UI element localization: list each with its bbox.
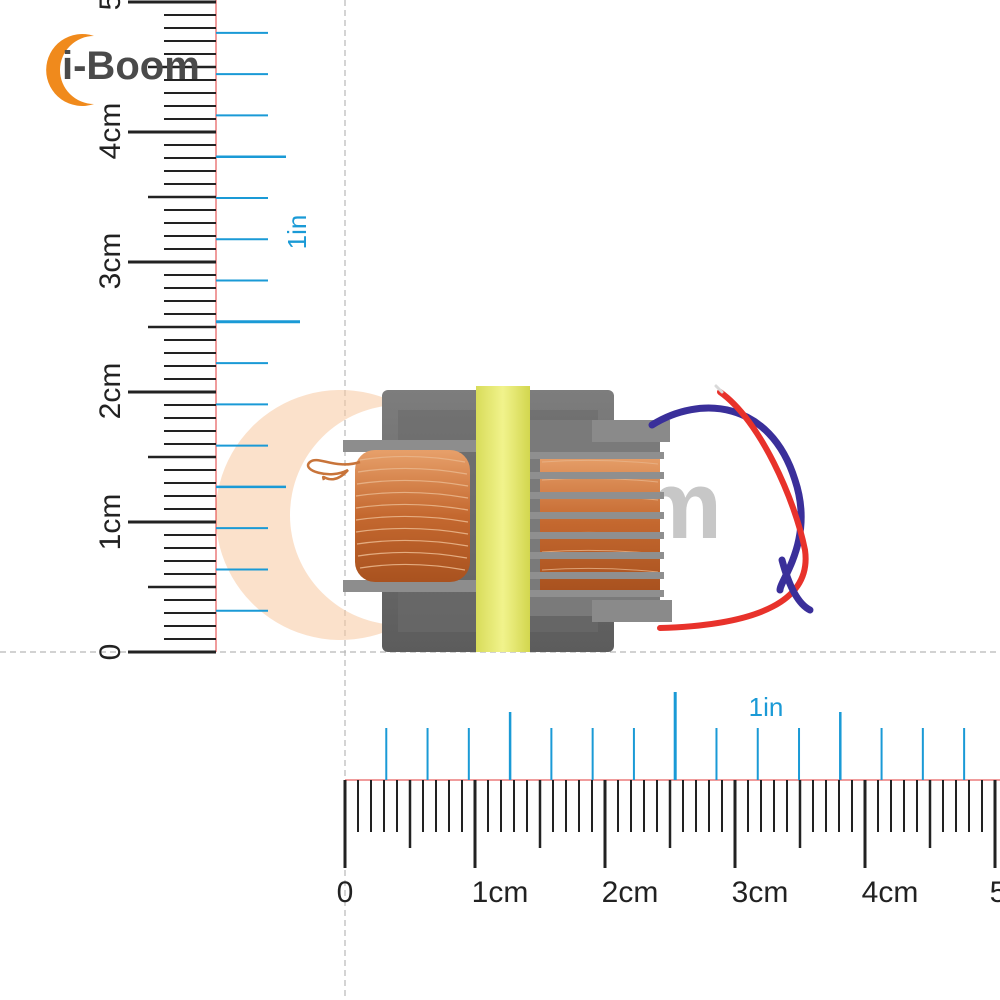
horizontal-cm-label-3: 3cm bbox=[732, 876, 789, 909]
vertical-cm-label-4: 4cm bbox=[94, 103, 127, 160]
vertical-cm-label-1: 1cm bbox=[94, 494, 127, 551]
horizontal-ruler-cm-ticks bbox=[343, 780, 997, 868]
right-bobbin-bottom-flange bbox=[592, 600, 672, 622]
vertical-ruler: 0 1cm 2cm 3cm 4cm 5 1in bbox=[94, 0, 312, 660]
vertical-ruler-cm-ticks bbox=[128, 0, 216, 654]
transformer bbox=[306, 384, 814, 652]
blue-wire bbox=[648, 404, 805, 594]
horizontal-ruler: 0 1cm 2cm 3cm 4cm 5 1in bbox=[337, 692, 1000, 909]
vertical-ruler-labels: 0 1cm 2cm 3cm 4cm 5 1in bbox=[94, 0, 312, 660]
logo-text: i-Boom bbox=[62, 44, 200, 88]
horizontal-ruler-inch-ticks bbox=[385, 692, 966, 780]
horizontal-cm-label-0: 0 bbox=[337, 876, 354, 909]
horizontal-ruler-labels: 0 1cm 2cm 3cm 4cm 5 1in bbox=[337, 692, 1000, 909]
red-wire bbox=[657, 389, 809, 631]
vertical-inch-label: 1in bbox=[282, 215, 312, 250]
vertical-cm-label-5: 5 bbox=[94, 0, 127, 10]
right-bobbin bbox=[530, 420, 672, 622]
horizontal-inch-label: 1in bbox=[749, 692, 784, 722]
brand-logo: i-Boom bbox=[36, 30, 226, 110]
horizontal-cm-label-5: 5 bbox=[990, 876, 1000, 909]
yellow-insulation-tape bbox=[476, 386, 530, 652]
horizontal-cm-label-4: 4cm bbox=[862, 876, 919, 909]
left-bobbin-bottom-flange bbox=[343, 580, 476, 592]
left-copper-winding bbox=[306, 450, 470, 582]
horizontal-cm-label-1: 1cm bbox=[472, 876, 529, 909]
vertical-cm-label-2: 2cm bbox=[94, 363, 127, 420]
horizontal-cm-label-2: 2cm bbox=[602, 876, 659, 909]
vertical-cm-label-3: 3cm bbox=[94, 233, 127, 290]
logo-crescent-icon bbox=[46, 34, 94, 106]
left-bobbin-top-flange bbox=[343, 440, 476, 452]
lead-wire-loop bbox=[306, 458, 361, 481]
vertical-ruler-inch-ticks bbox=[216, 31, 300, 612]
vertical-cm-label-0: 0 bbox=[94, 644, 127, 661]
lead-wires bbox=[648, 384, 814, 631]
